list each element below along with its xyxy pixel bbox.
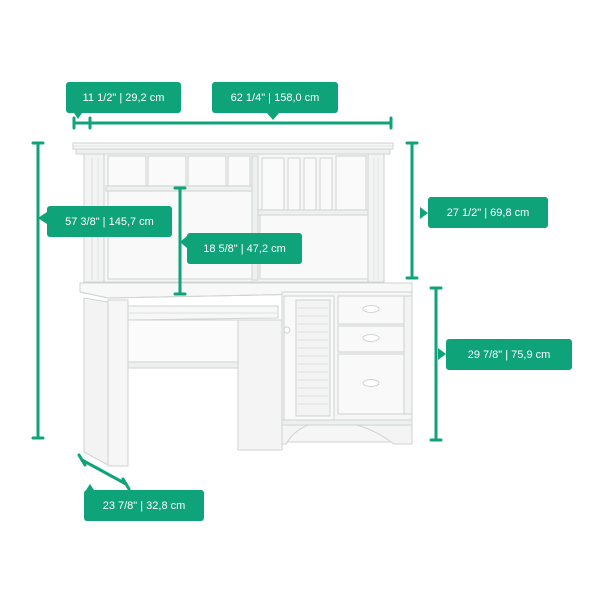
knee-space (127, 319, 257, 369)
dimension-labels: 11 1/2" | 29,2 cm 62 1/4" | 158,0 cm 57 … (47, 82, 572, 521)
label-desk-height: 29 7/8" | 75,9 cm (446, 339, 572, 370)
label-hutch-depth: 11 1/2" | 29,2 cm (66, 82, 181, 113)
label-pointers (38, 113, 446, 490)
dimension-lines (31, 116, 443, 491)
svg-text:62 1/4" | 158,0 cm: 62 1/4" | 158,0 cm (231, 92, 320, 104)
label-overall-width: 62 1/4" | 158,0 cm (212, 82, 338, 113)
svg-text:18 5/8" | 47,2 cm: 18 5/8" | 47,2 cm (203, 243, 286, 255)
svg-text:23 7/8" | 32,8 cm: 23 7/8" | 32,8 cm (103, 500, 186, 512)
desk-top (79, 282, 413, 299)
svg-text:27 1/2" | 69,8 cm: 27 1/2" | 69,8 cm (447, 207, 530, 219)
desk-depth-line (80, 458, 128, 486)
hutch-crown (72, 142, 394, 155)
desk-illustration (72, 142, 413, 467)
svg-text:57 3/8" | 145,7 cm: 57 3/8" | 145,7 cm (65, 216, 154, 228)
label-hutch-height: 27 1/2" | 69,8 cm (428, 197, 548, 228)
desk-middle-panel (237, 319, 283, 451)
svg-text:29 7/8" | 75,9 cm: 29 7/8" | 75,9 cm (468, 349, 551, 361)
desk-left-side (83, 297, 129, 467)
label-overall-height: 57 3/8" | 145,7 cm (47, 206, 172, 237)
keyboard-tray (127, 305, 279, 321)
label-desk-clearance: 18 5/8" | 47,2 cm (187, 233, 302, 264)
pedestal (281, 291, 413, 445)
svg-text:11 1/2" | 29,2 cm: 11 1/2" | 29,2 cm (83, 92, 165, 104)
label-desk-depth: 23 7/8" | 32,8 cm (84, 490, 204, 521)
